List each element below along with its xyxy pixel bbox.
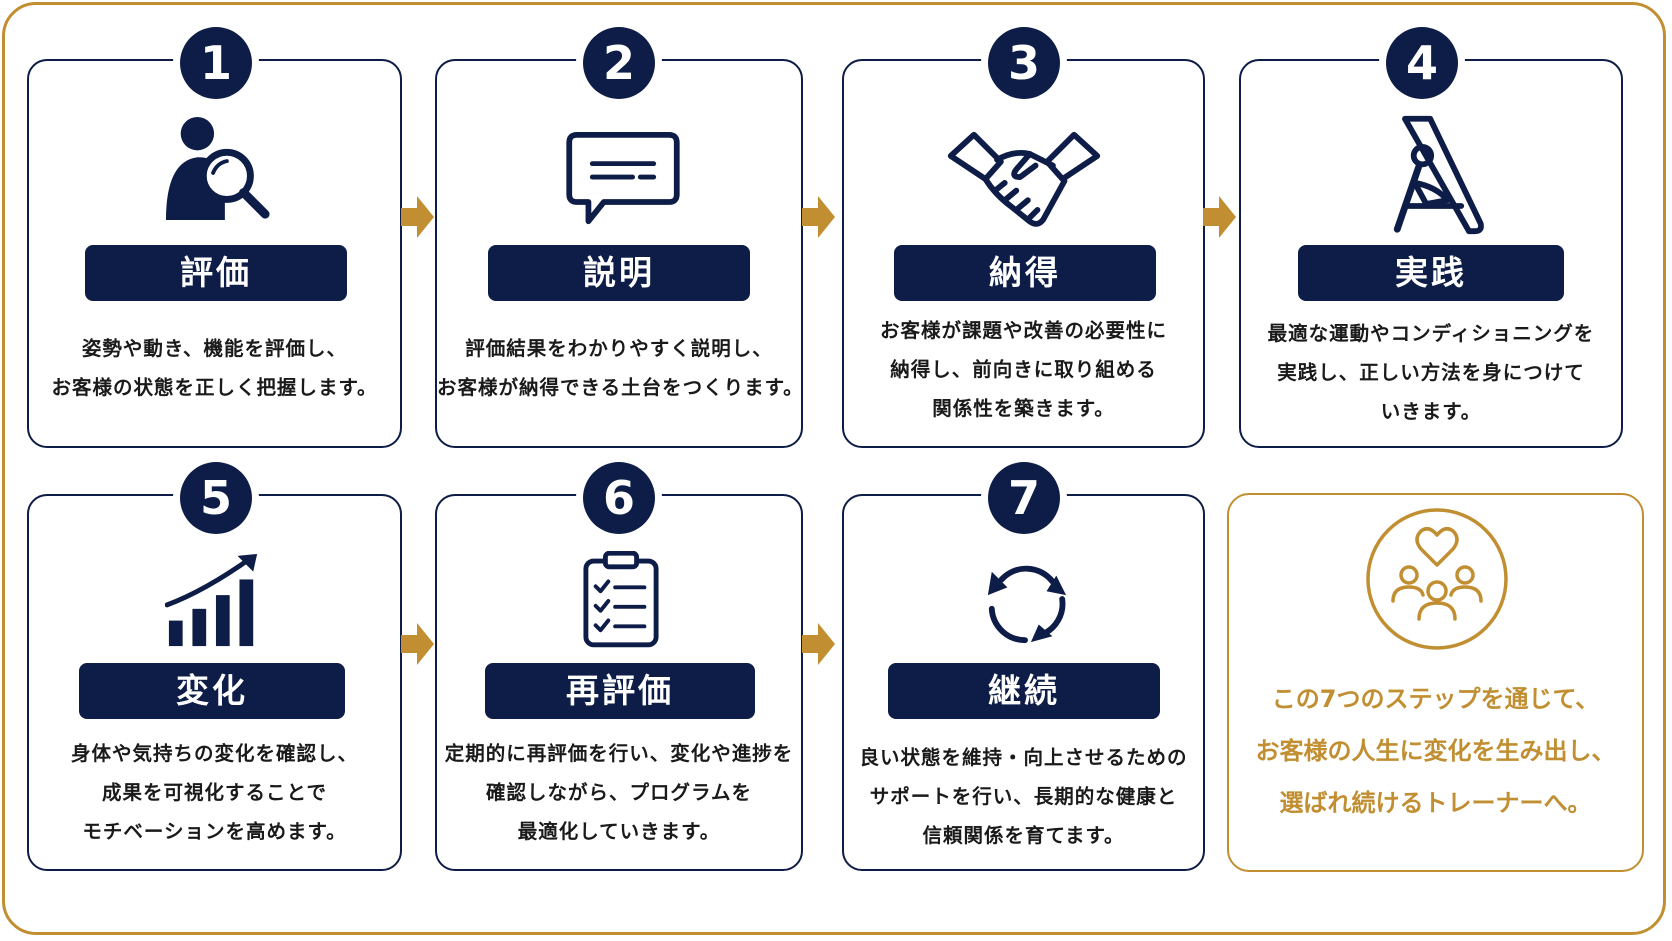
- speech-bubble-icon: [566, 131, 680, 225]
- summary-text: この7つのステップを通じて、 お客様の人生に変化を生み出し、 選ばれ続けるトレー…: [1229, 673, 1642, 829]
- step-title: 評価: [85, 245, 347, 301]
- step-description: 定期的に再評価を行い、変化や進捗を 確認しながら、プログラムを 最適化していきま…: [437, 734, 801, 851]
- step-description-line: サポートを行い、長期的な健康と: [869, 785, 1178, 808]
- summary-line: 選ばれ続けるトレーナーへ。: [1279, 789, 1592, 817]
- step-description-line: 実践し、正しい方法を身につけて: [1277, 361, 1585, 384]
- clipboard-checklist-icon: [583, 551, 659, 648]
- step-title: 変化: [79, 663, 345, 719]
- arrow-right-icon: [802, 623, 835, 665]
- growth-chart-icon: [165, 553, 258, 647]
- step-number-badge: 3: [988, 27, 1060, 99]
- step-description-line: 定期的に再評価を行い、変化や進捗を: [444, 742, 794, 765]
- step-card-2: 説明 評価結果をわかりやすく説明し、 お客様が納得できる土台をつくります。: [435, 59, 803, 448]
- summary-card: この7つのステップを通じて、 お客様の人生に変化を生み出し、 選ばれ続けるトレー…: [1227, 493, 1644, 872]
- step-title: 納得: [894, 245, 1156, 301]
- arrow-right-icon: [401, 623, 434, 665]
- step-description: 身体や気持ちの変化を確認し、 成果を可視化することで モチベーションを高めます。: [29, 734, 400, 851]
- exercise-figure-icon: [1393, 115, 1484, 235]
- step-description: 評価結果をわかりやすく説明し、 お客様が納得できる土台をつくります。: [437, 329, 804, 407]
- summary-line: この7つのステップを通じて、: [1271, 685, 1600, 713]
- step-description-line: 最適な運動やコンディショニングを: [1267, 322, 1595, 345]
- step-description: 最適な運動やコンディショニングを 実践し、正しい方法を身につけて いきます。: [1241, 314, 1621, 431]
- person-magnifier-icon: [165, 116, 270, 221]
- step-description-line: お客様の状態を正しく把握します。: [51, 376, 378, 399]
- step-description: お客様が課題や改善の必要性に 納得し、前向きに取り組める 関係性を築きます。: [844, 311, 1203, 428]
- step-description: 姿勢や動き、機能を評価し、 お客様の状態を正しく把握します。: [29, 329, 400, 407]
- step-number-badge: 1: [180, 27, 252, 99]
- step-number-badge: 7: [988, 462, 1060, 534]
- step-title: 説明: [488, 245, 750, 301]
- step-description-line: 関係性を築きます。: [932, 397, 1115, 420]
- step-description-line: モチベーションを高めます。: [82, 820, 347, 843]
- step-card-1: 評価 姿勢や動き、機能を評価し、 お客様の状態を正しく把握します。: [27, 59, 402, 448]
- step-description-line: 最適化していきます。: [517, 820, 721, 843]
- step-card-7: 継続 良い状態を維持・向上させるための サポートを行い、長期的な健康と 信頼関係…: [842, 494, 1205, 871]
- step-description-line: 確認しながら、プログラムを: [486, 781, 752, 804]
- arrow-right-icon: [1203, 196, 1236, 238]
- step-card-5: 変化 身体や気持ちの変化を確認し、 成果を可視化することで モチベーションを高め…: [27, 494, 402, 871]
- step-description-line: お客様が納得できる土台をつくります。: [437, 376, 804, 399]
- step-number-badge: 6: [583, 462, 655, 534]
- step-description: 良い状態を維持・向上させるための サポートを行い、長期的な健康と 信頼関係を育て…: [844, 738, 1203, 855]
- step-title: 継続: [888, 663, 1160, 719]
- step-number-badge: 5: [180, 462, 252, 534]
- summary-line: お客様の人生に変化を生み出し、: [1255, 737, 1616, 765]
- arrow-right-icon: [802, 196, 835, 238]
- step-description-line: 納得し、前向きに取り組める: [890, 358, 1157, 381]
- handshake-icon: [947, 131, 1101, 227]
- step-description-line: いきます。: [1380, 400, 1482, 423]
- step-description-line: 身体や気持ちの変化を確認し、: [70, 742, 358, 765]
- step-title: 再評価: [485, 663, 755, 719]
- step-description-line: 評価結果をわかりやすく説明し、: [465, 337, 773, 360]
- community-heart-icon: [1366, 508, 1508, 650]
- step-card-3: 納得 お客様が課題や改善の必要性に 納得し、前向きに取り組める 関係性を築きます…: [842, 59, 1205, 448]
- step-description-line: 姿勢や動き、機能を評価し、: [81, 337, 348, 360]
- step-description-line: 信頼関係を育てます。: [922, 824, 1125, 847]
- step-number-badge: 2: [583, 27, 655, 99]
- step-number-badge: 4: [1386, 27, 1458, 99]
- step-description-line: 良い状態を維持・向上させるための: [859, 746, 1188, 769]
- step-card-4: 実践 最適な運動やコンディショニングを 実践し、正しい方法を身につけて いきます…: [1239, 59, 1623, 448]
- arrow-right-icon: [401, 196, 434, 238]
- step-description-line: お客様が課題や改善の必要性に: [879, 319, 1167, 342]
- step-description-line: 成果を可視化することで: [102, 781, 327, 804]
- step-title: 実践: [1298, 245, 1564, 301]
- cycle-arrows-icon: [987, 565, 1067, 644]
- step-card-6: 再評価 定期的に再評価を行い、変化や進捗を 確認しながら、プログラムを 最適化し…: [435, 494, 803, 871]
